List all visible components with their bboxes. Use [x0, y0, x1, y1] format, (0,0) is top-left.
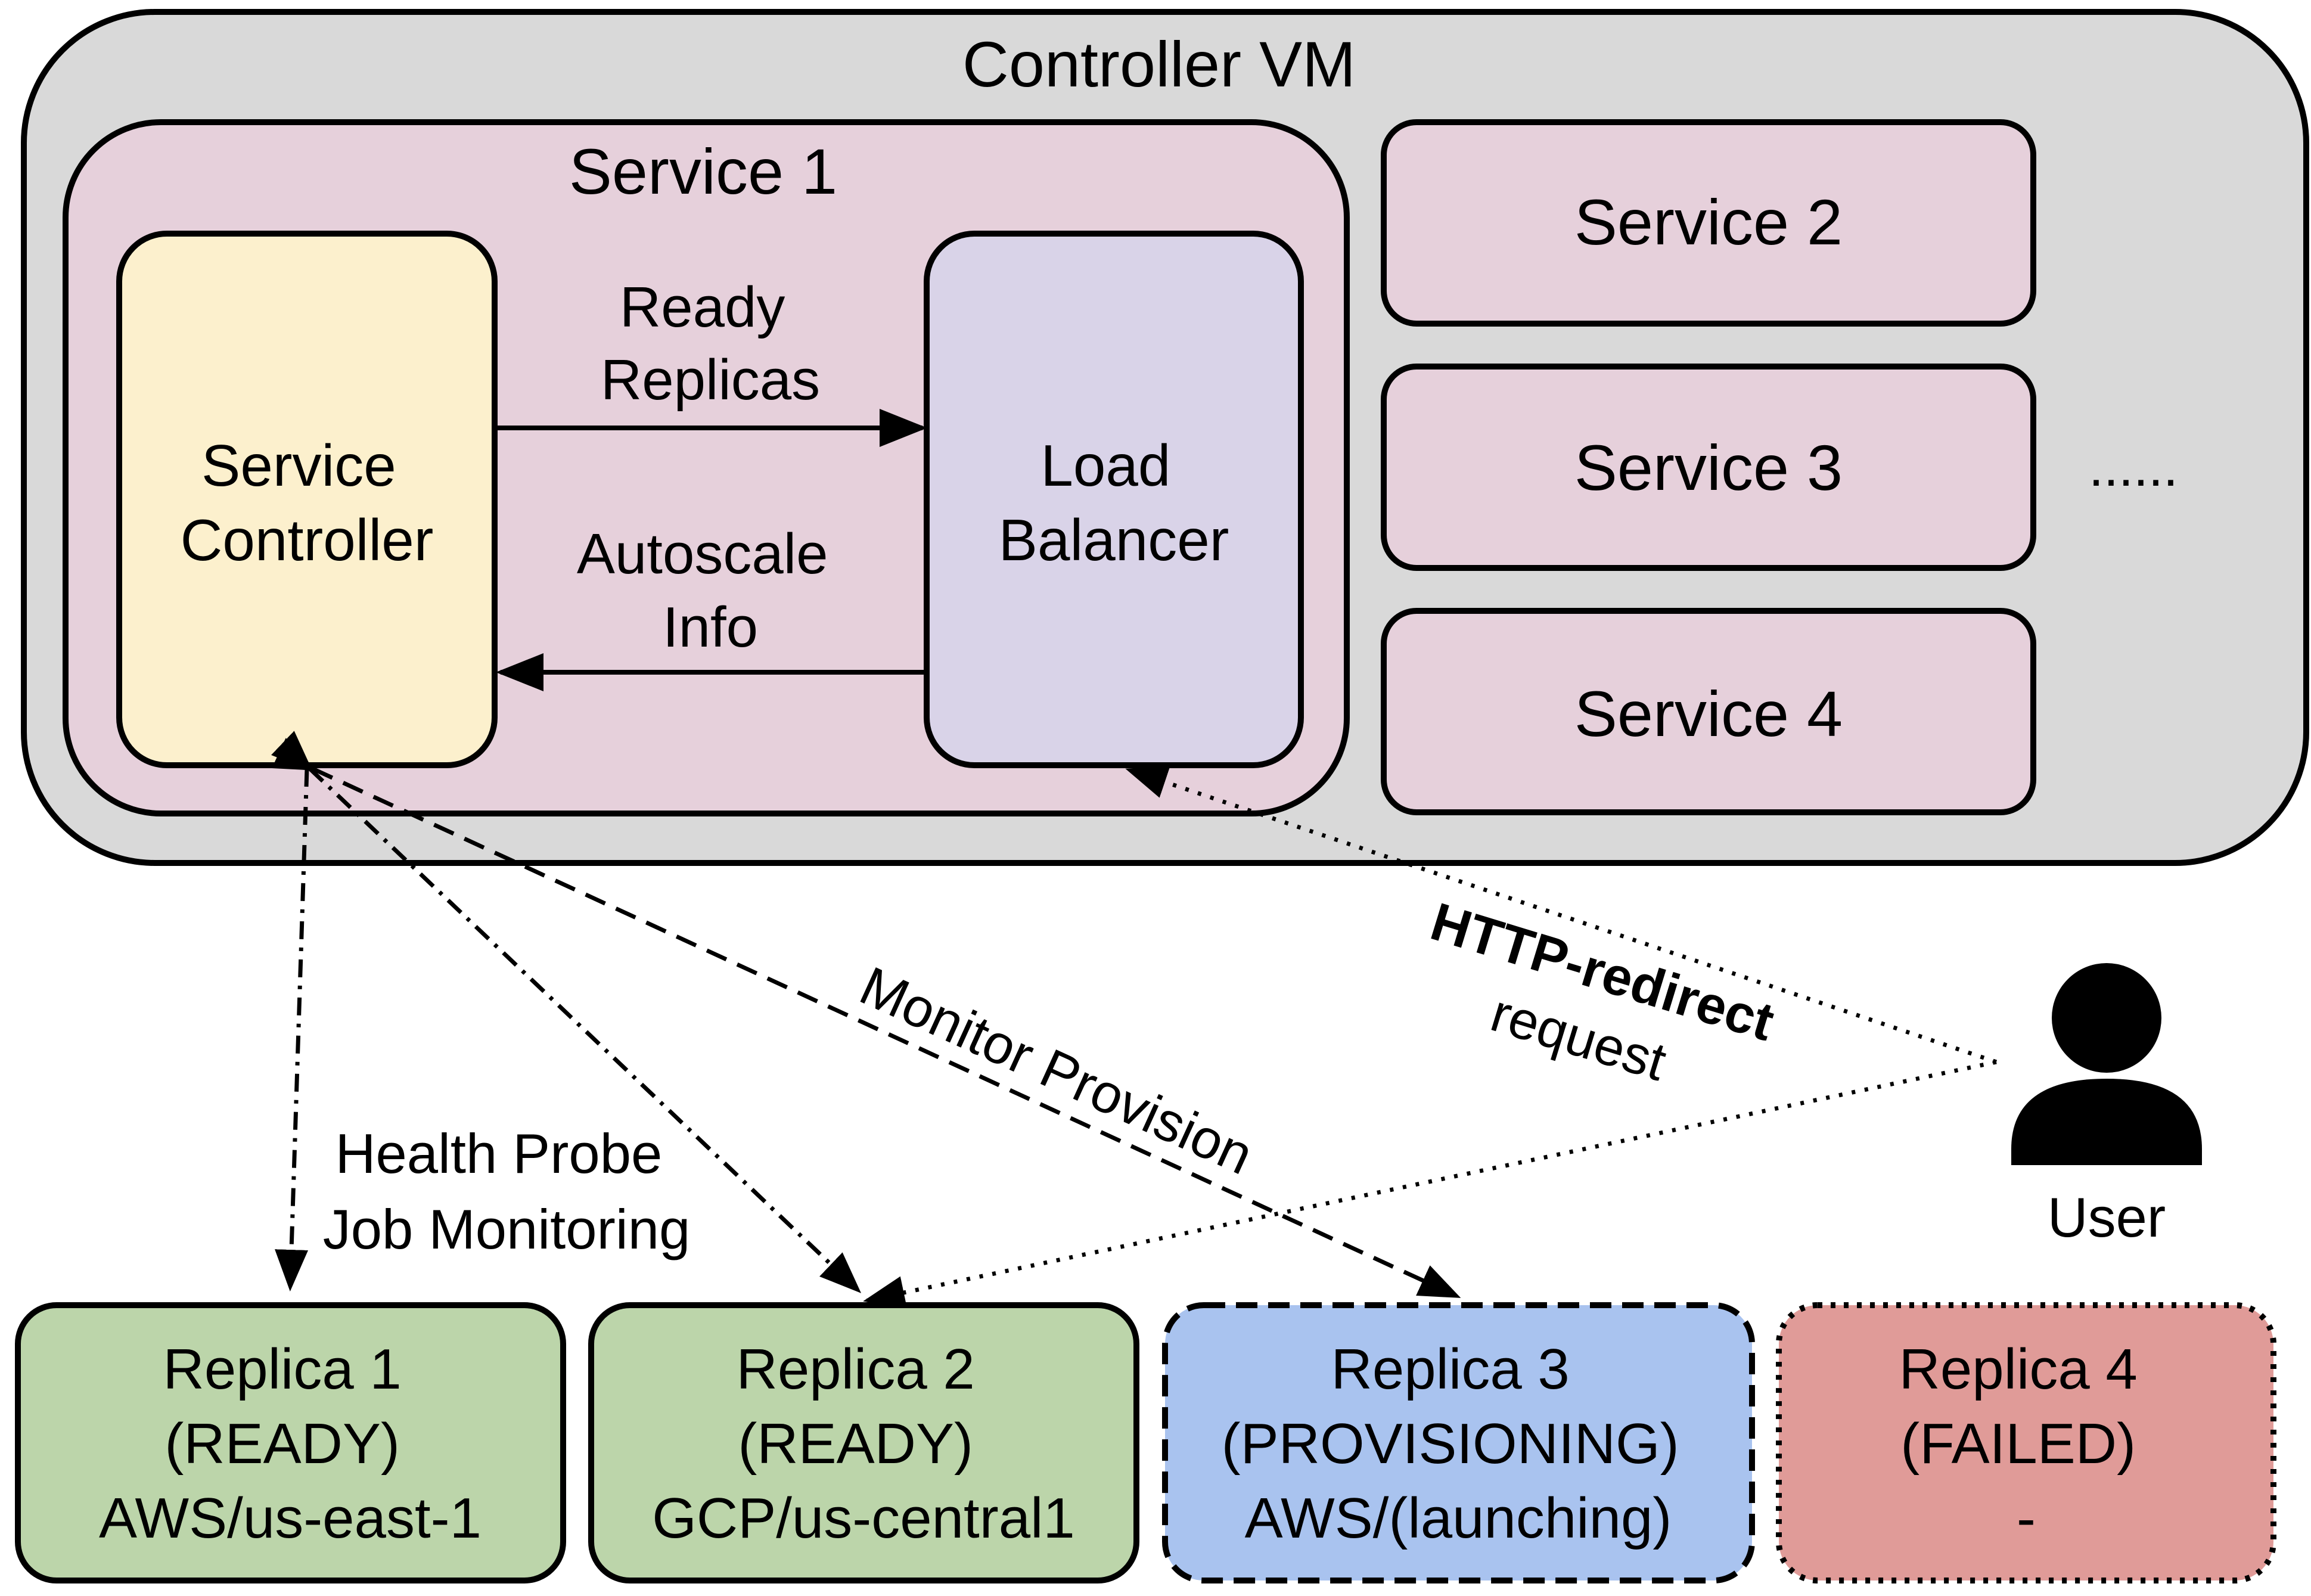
user-icon [2011, 963, 2202, 1165]
service-2-label: Service 2 [1574, 186, 1843, 258]
service-2-box [1381, 119, 2036, 327]
service-4-box [1381, 608, 2036, 815]
controller-vm-title: Controller VM [962, 28, 1356, 100]
autoscale-info-label: Autoscale Info [577, 522, 844, 659]
service-controller-box [116, 231, 498, 768]
service-4-label: Service 4 [1574, 678, 1843, 750]
replica-1-box [15, 1302, 566, 1583]
user-to-load-balancer-arrow [1125, 766, 1998, 1064]
replica-2-box [588, 1302, 1139, 1583]
replica-3-box [1162, 1302, 1755, 1583]
user-label: User [2048, 1186, 2166, 1249]
replica-4-label: Replica 4 (FAILED) - [1899, 1337, 2154, 1550]
user-to-replica2-arrow [863, 1060, 1997, 1309]
service-controller-label: Service Controller [181, 433, 434, 573]
ready-replicas-label: Ready Replicas [601, 275, 820, 412]
service-1-title: Service 1 [569, 135, 837, 207]
health-probe-label: Health Probe Job Monitoring [323, 1122, 691, 1260]
service-3-box [1381, 364, 2036, 571]
monitor-provision-arrow [272, 738, 1461, 1299]
monitor-provision-label: Monitor Provision [851, 955, 1262, 1187]
load-balancer-label: Load Balancer [999, 433, 1229, 573]
replica-3-label: Replica 3 (PROVISIONING) AWS/(launching) [1222, 1337, 1695, 1550]
replica-1-label: Replica 1 (READY) AWS/us-east-1 [99, 1337, 482, 1550]
more-services-indicator: ...... [2089, 438, 2178, 498]
replica-4-box [1776, 1302, 2276, 1583]
load-balancer-box [924, 231, 1304, 768]
replica-2-label: Replica 2 (READY) GCP/us-central1 [652, 1337, 1075, 1550]
service-3-label: Service 3 [1574, 431, 1843, 504]
